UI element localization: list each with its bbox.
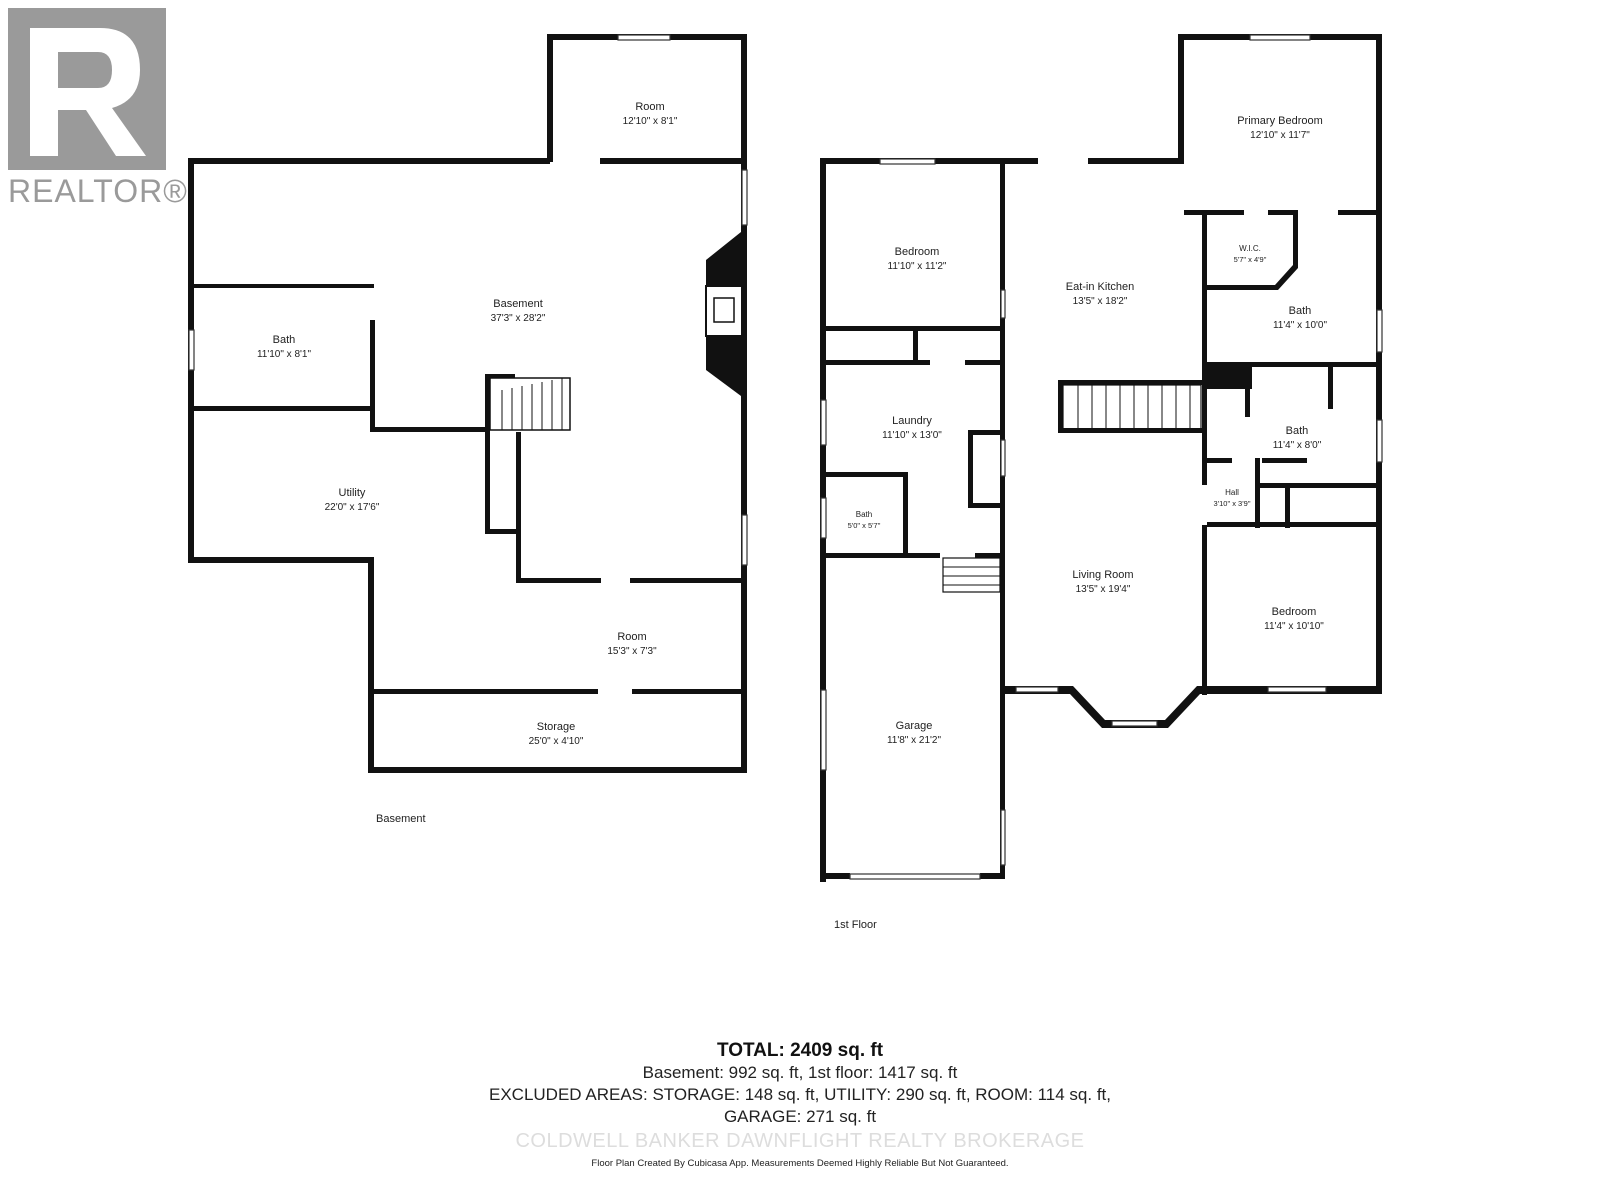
kitchen-name: Eat-in Kitchen — [1066, 281, 1134, 293]
bedroom-right-dims: 11'4" x 10'10" — [1264, 621, 1324, 632]
basement-bath-dims: 11'10" x 8'1" — [257, 349, 312, 360]
garage-name: Garage — [896, 720, 933, 732]
first-floor-plan — [820, 34, 1383, 882]
bedroom-left-name: Bedroom — [895, 246, 940, 258]
basement-name: Basement — [493, 298, 543, 310]
utility-name: Utility — [339, 487, 366, 499]
bedroom-right-name: Bedroom — [1272, 606, 1317, 618]
basement-bath-name: Bath — [273, 334, 296, 346]
total-area: TOTAL: 2409 sq. ft — [716, 1040, 884, 1061]
living-room-name: Living Room — [1072, 569, 1133, 581]
floor-areas: Basement: 992 sq. ft, 1st floor: 1417 sq… — [642, 1063, 958, 1082]
room-top-dims: 12'10" x 8'1" — [623, 116, 678, 127]
room-top-name: Room — [635, 101, 664, 113]
realtor-r-icon — [8, 8, 166, 170]
utility-dims: 22'0" x 17'6" — [325, 502, 380, 513]
bath-small-dims: 5'0" x 5'7" — [848, 521, 881, 530]
living-room-dims: 13'5" x 19'4" — [1076, 584, 1131, 595]
kitchen-dims: 13'5" x 18'2" — [1073, 296, 1128, 307]
wic-name: W.I.C. — [1239, 244, 1261, 253]
bedroom-left-dims: 11'10" x 11'2" — [888, 261, 947, 272]
excluded-areas: EXCLUDED AREAS: STORAGE: 148 sq. ft, UTI… — [489, 1085, 1111, 1104]
wic-dims: 5'7" x 4'9" — [1234, 255, 1267, 264]
bath-primary-dims: 11'4" x 10'0" — [1273, 320, 1328, 331]
laundry-name: Laundry — [892, 415, 932, 427]
primary-bedroom-name: Primary Bedroom — [1237, 115, 1323, 127]
storage-name: Storage — [537, 721, 576, 733]
area-summary: TOTAL: 2409 sq. ft Basement: 992 sq. ft,… — [400, 1040, 1200, 1128]
primary-bedroom-dims: 12'10" x 11'7" — [1250, 130, 1310, 141]
hall-dims: 3'10" x 3'9" — [1214, 499, 1251, 508]
first-floor-label: 1st Floor — [834, 919, 877, 931]
excluded-areas-garage: GARAGE: 271 sq. ft — [723, 1107, 877, 1126]
laundry-dims: 11'10" x 13'0" — [882, 430, 942, 441]
realtor-wordmark: REALTOR® — [8, 173, 188, 209]
basement-plan — [188, 34, 748, 773]
realtor-logo — [8, 8, 166, 170]
hall-name: Hall — [1225, 488, 1239, 497]
room-lower-dims: 15'3" x 7'3" — [607, 646, 657, 657]
basement-dims: 37'3" x 28'2" — [491, 313, 546, 324]
disclaimer: Floor Plan Created By Cubicasa App. Meas… — [591, 1158, 1009, 1169]
garage-dims: 11'8" x 21'2" — [887, 735, 942, 746]
basement-floor-label: Basement — [376, 813, 426, 825]
bath-primary-name: Bath — [1289, 305, 1312, 317]
room-lower-name: Room — [617, 631, 646, 643]
brokerage-watermark: COLDWELL BANKER DAWNFLIGHT REALTY BROKER… — [515, 1130, 1085, 1152]
storage-dims: 25'0" x 4'10" — [529, 736, 584, 747]
bath-main-name: Bath — [1286, 425, 1309, 437]
bath-main-dims: 11'4" x 8'0" — [1273, 440, 1322, 451]
bath-small-name: Bath — [856, 510, 872, 519]
